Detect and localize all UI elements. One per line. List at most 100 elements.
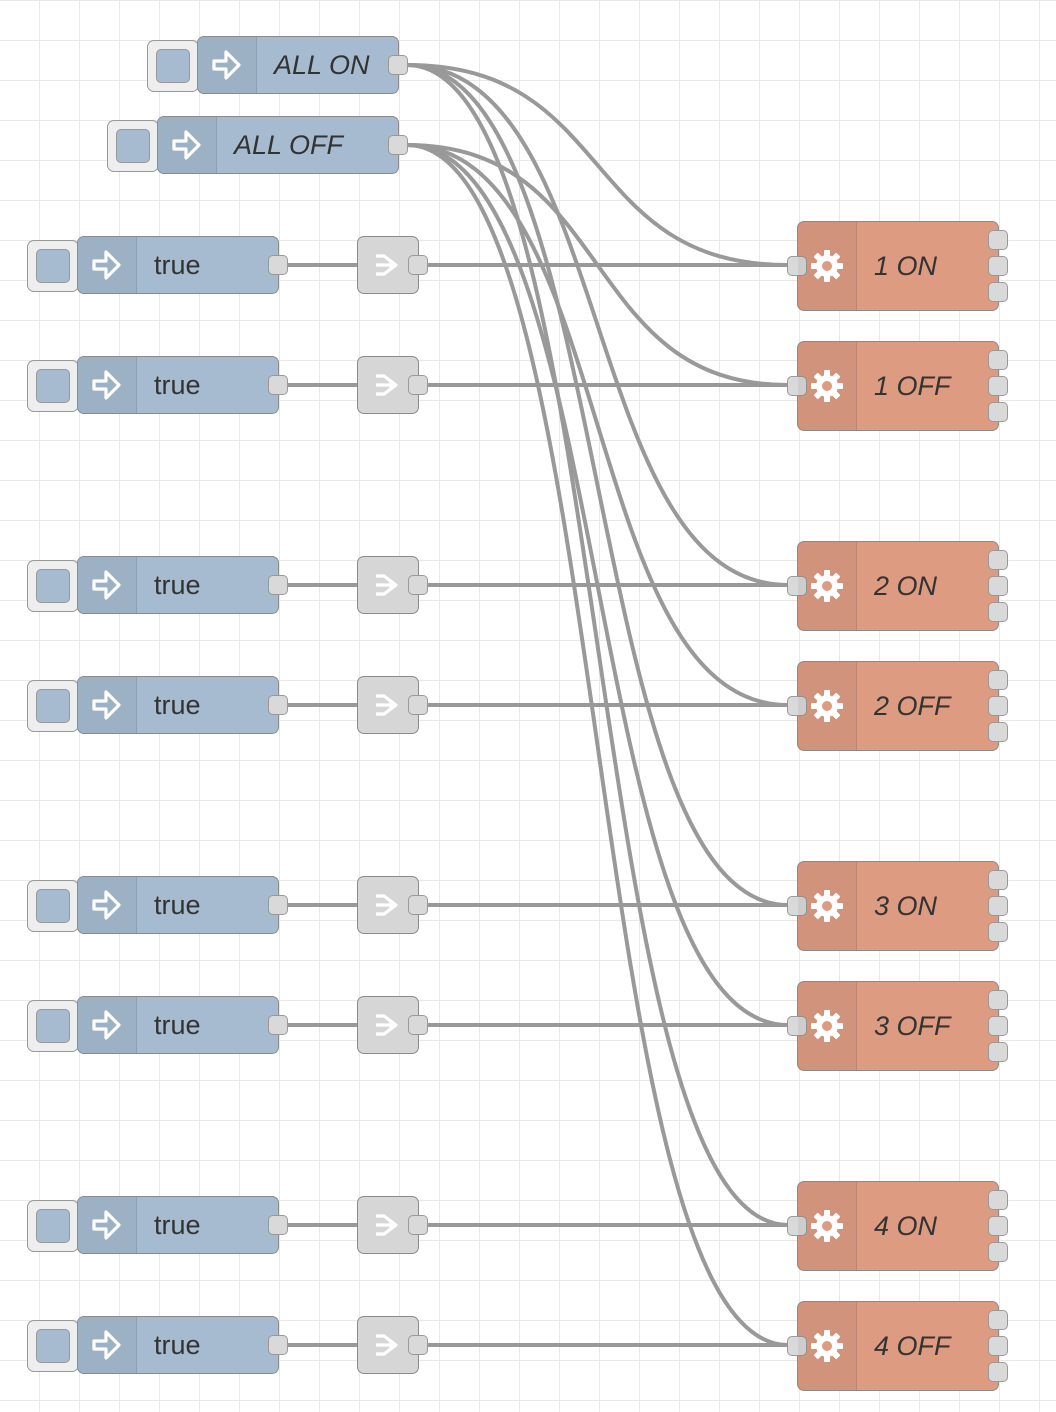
inject-trigger-button[interactable] [27,680,79,732]
unused-node[interactable] [357,236,428,294]
inject-node[interactable]: true [77,236,288,294]
inject-node-all-off[interactable]: ALL OFF [157,116,408,174]
inject-trigger-button[interactable] [27,1320,79,1372]
inject-trigger-button-all-on[interactable] [147,40,199,92]
wire-all-on-to-exec[interactable] [406,63,789,267]
output-port[interactable] [268,695,288,715]
inject-trigger-button[interactable] [27,1000,79,1052]
inject-trigger-button-face[interactable] [36,689,70,723]
unused-node[interactable] [357,1196,428,1254]
output-port[interactable] [408,695,428,715]
output-port-stdout[interactable] [988,550,1008,570]
inject-node[interactable]: true [77,1316,288,1374]
inject-trigger-button-face[interactable] [36,369,70,403]
output-port-stderr[interactable] [988,576,1008,596]
output-port-stdout[interactable] [988,230,1008,250]
inject-trigger-button-face[interactable] [36,1009,70,1043]
output-port[interactable] [268,575,288,595]
output-port-return[interactable] [988,1242,1008,1262]
unused-node[interactable] [357,676,428,734]
output-port-return[interactable] [988,722,1008,742]
output-port[interactable] [408,895,428,915]
input-port[interactable] [787,1216,807,1236]
exec-node[interactable]: 4 OFF [787,1301,1008,1391]
wire-all-off-to-exec[interactable] [406,143,789,707]
exec-node[interactable]: 1 OFF [787,341,1008,431]
exec-node[interactable]: 3 ON [787,861,1008,951]
output-port-stderr[interactable] [988,1336,1008,1356]
wire-all-off-to-exec[interactable] [406,143,789,387]
inject-trigger-button[interactable] [27,240,79,292]
wire-all-on-to-exec[interactable] [406,63,789,587]
inject-node[interactable]: true [77,996,288,1054]
inject-trigger-button-face[interactable] [36,569,70,603]
wire-all-off-to-exec[interactable] [406,143,789,1027]
output-port[interactable] [408,1335,428,1355]
output-port-return[interactable] [988,602,1008,622]
output-port[interactable] [408,1215,428,1235]
output-port-return[interactable] [988,1362,1008,1382]
inject-trigger-button[interactable] [27,560,79,612]
inject-trigger-button-all-off[interactable] [107,120,159,172]
exec-node[interactable]: 1 ON [787,221,1008,311]
unused-node[interactable] [357,356,428,414]
exec-node[interactable]: 3 OFF [787,981,1008,1071]
exec-node[interactable]: 2 OFF [787,661,1008,751]
output-port[interactable] [408,575,428,595]
inject-node[interactable]: true [77,876,288,934]
output-port-stdout[interactable] [988,1190,1008,1210]
output-port-stderr[interactable] [988,256,1008,276]
output-port-return[interactable] [988,402,1008,422]
input-port[interactable] [787,896,807,916]
output-port-stderr[interactable] [988,376,1008,396]
output-port-stdout[interactable] [988,990,1008,1010]
output-port-return[interactable] [988,282,1008,302]
output-port[interactable] [408,1015,428,1035]
inject-trigger-button-face[interactable] [36,889,70,923]
inject-node[interactable]: true [77,676,288,734]
input-port[interactable] [787,576,807,596]
output-port[interactable] [268,1215,288,1235]
input-port[interactable] [787,696,807,716]
inject-node[interactable]: true [77,1196,288,1254]
unused-node[interactable] [357,556,428,614]
output-port[interactable] [388,55,408,75]
inject-trigger-button[interactable] [27,1200,79,1252]
output-port-stdout[interactable] [988,1310,1008,1330]
unused-node[interactable] [357,876,428,934]
input-port[interactable] [787,1016,807,1036]
output-port-return[interactable] [988,1042,1008,1062]
inject-node-all-on[interactable]: ALL ON [197,36,408,94]
output-port-stderr[interactable] [988,696,1008,716]
inject-trigger-button-face[interactable] [116,129,150,163]
inject-trigger-button[interactable] [27,360,79,412]
inject-node[interactable]: true [77,356,288,414]
input-port[interactable] [787,256,807,276]
output-port[interactable] [408,375,428,395]
output-port[interactable] [268,895,288,915]
inject-trigger-button-face[interactable] [36,249,70,283]
wire-all-on-to-exec[interactable] [406,63,789,907]
wire-all-off-to-exec[interactable] [406,143,789,1347]
inject-trigger-button[interactable] [27,880,79,932]
output-port[interactable] [408,255,428,275]
inject-trigger-button-face[interactable] [36,1329,70,1363]
exec-node[interactable]: 4 ON [787,1181,1008,1271]
output-port[interactable] [268,1015,288,1035]
output-port[interactable] [268,1335,288,1355]
unused-node[interactable] [357,1316,428,1374]
output-port-stderr[interactable] [988,1216,1008,1236]
unused-node[interactable] [357,996,428,1054]
input-port[interactable] [787,376,807,396]
exec-node[interactable]: 2 ON [787,541,1008,631]
output-port-stdout[interactable] [988,350,1008,370]
output-port-stderr[interactable] [988,1016,1008,1036]
inject-node[interactable]: true [77,556,288,614]
inject-trigger-button-face[interactable] [156,49,190,83]
output-port-stdout[interactable] [988,870,1008,890]
inject-trigger-button-face[interactable] [36,1209,70,1243]
wire-all-on-to-exec[interactable] [406,63,789,1227]
output-port-stdout[interactable] [988,670,1008,690]
output-port[interactable] [268,255,288,275]
output-port-stderr[interactable] [988,896,1008,916]
